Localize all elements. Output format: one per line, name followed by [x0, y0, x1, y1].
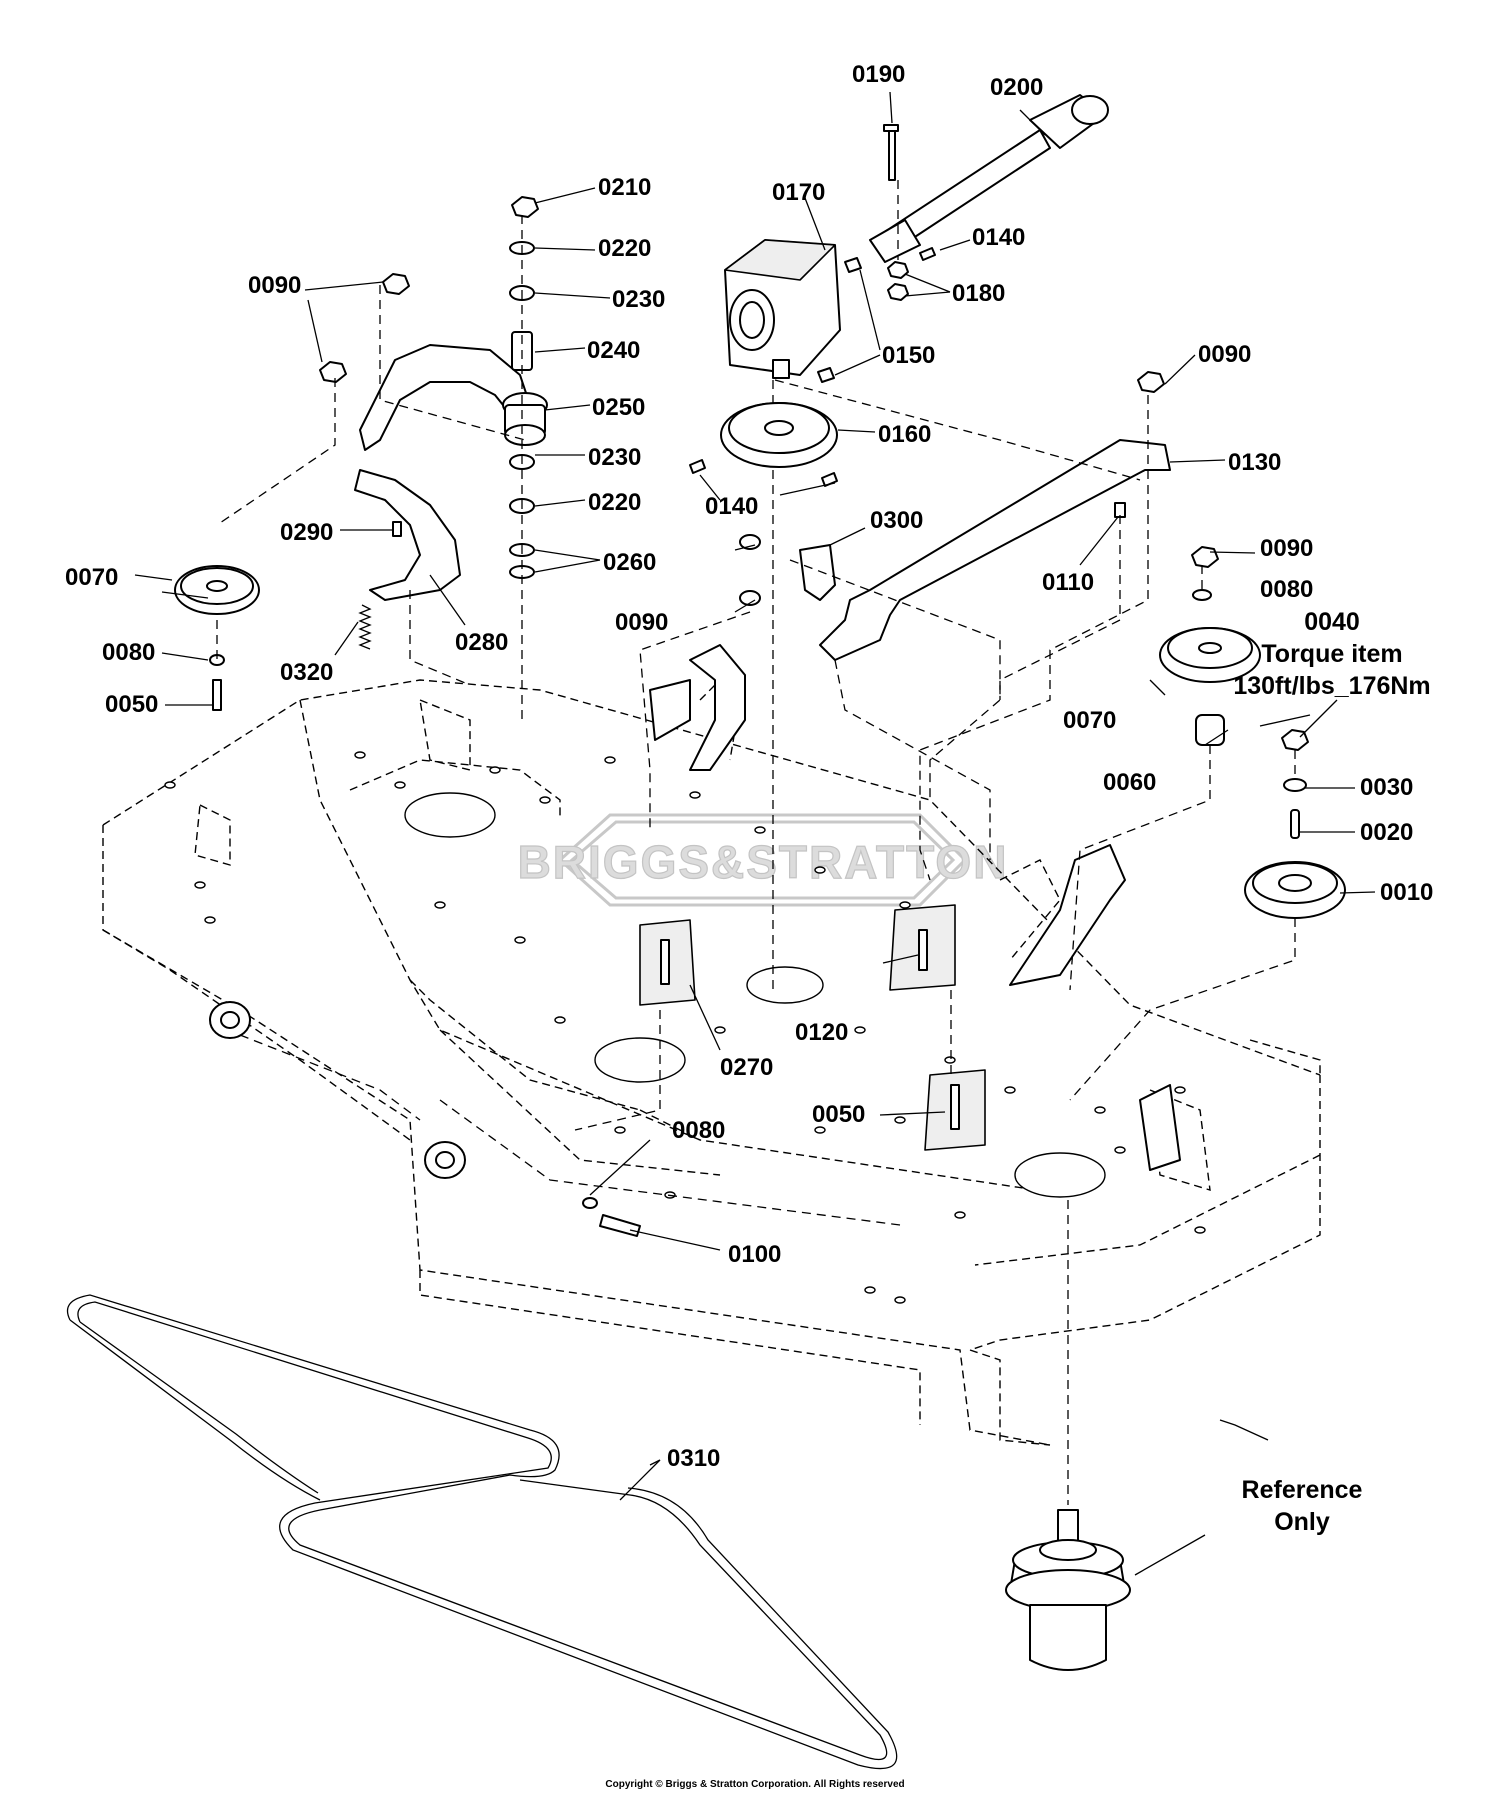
callout-0090-left: 0090	[248, 272, 301, 299]
brand-watermark: BRIGGS&STRATTON	[517, 813, 1009, 907]
bracket-assembly	[739, 371, 1171, 661]
callout-0030: 0030	[1360, 774, 1413, 801]
drive-belt	[66, 1294, 898, 1770]
callout-0180: 0180	[952, 280, 1005, 307]
callout-0170: 0170	[772, 179, 825, 206]
callout-labels: 0190 0200 0210 0170 0220 0140 0090 0230 …	[65, 61, 1433, 1472]
reference-note-line2: Only	[1274, 1508, 1330, 1536]
callout-0050-left: 0050	[105, 691, 158, 718]
right-pulley-assembly	[1159, 546, 1346, 919]
callout-0140-bottom: 0140	[705, 493, 758, 520]
deck-bolts	[582, 904, 986, 1237]
reference-note-line1: Reference	[1242, 1476, 1363, 1504]
callout-0010: 0010	[1380, 879, 1433, 906]
callout-0190: 0190	[852, 61, 905, 88]
callout-0230-top: 0230	[612, 286, 665, 313]
callout-0090-right-top: 0090	[1198, 341, 1251, 368]
callout-0140-top: 0140	[972, 224, 1025, 251]
deck-mounting-holes	[164, 751, 1206, 1304]
spindle-assembly	[1005, 1509, 1131, 1671]
callout-0050-center: 0050	[812, 1101, 865, 1128]
callout-0100: 0100	[728, 1241, 781, 1268]
callout-0080-center: 0080	[672, 1117, 725, 1144]
callout-0220-bottom: 0220	[588, 489, 641, 516]
callout-0070-left: 0070	[65, 564, 118, 591]
callout-0090-right: 0090	[1260, 535, 1313, 562]
watermark-text: BRIGGS&STRATTON	[518, 836, 1009, 888]
mounting-bracket	[819, 439, 1171, 661]
callout-0300: 0300	[870, 507, 923, 534]
torque-note: 0040 Torque item 130ft/lbs_176Nm	[1233, 608, 1430, 700]
callout-0240: 0240	[587, 337, 640, 364]
callout-0150: 0150	[882, 342, 935, 369]
mower-deck	[102, 644, 1321, 1446]
callout-0080-left: 0080	[102, 639, 155, 666]
callout-0110: 0110	[1042, 569, 1094, 596]
callout-0070-right: 0070	[1063, 707, 1116, 734]
assembly-lines	[216, 180, 1296, 1505]
callout-0230-bottom: 0230	[588, 444, 641, 471]
callout-0130: 0130	[1228, 449, 1281, 476]
callout-0080-right: 0080	[1260, 576, 1313, 603]
callout-0210: 0210	[598, 174, 651, 201]
callout-0120: 0120	[795, 1019, 848, 1046]
reference-note: Reference Only	[1242, 1476, 1363, 1536]
callout-0220-top: 0220	[598, 235, 651, 262]
gearbox-assembly	[689, 94, 1109, 487]
callout-0060: 0060	[1103, 769, 1156, 796]
torque-note-item: 0040	[1304, 608, 1360, 636]
callout-0020: 0020	[1360, 819, 1413, 846]
torque-note-line1: Torque item	[1261, 640, 1402, 668]
callout-0290: 0290	[280, 519, 333, 546]
callout-0160: 0160	[878, 421, 931, 448]
leader-lines	[134, 91, 1376, 1576]
callout-0200: 0200	[990, 74, 1043, 101]
torque-note-line2: 130ft/lbs_176Nm	[1233, 672, 1430, 700]
copyright-footer: Copyright © Briggs & Stratton Corporatio…	[605, 1779, 904, 1790]
callout-0260: 0260	[603, 549, 656, 576]
callout-0090-center: 0090	[615, 609, 668, 636]
callout-0250: 0250	[592, 394, 645, 421]
callout-0270: 0270	[720, 1054, 773, 1081]
callout-0310: 0310	[667, 1445, 720, 1472]
callout-0280: 0280	[455, 629, 508, 656]
callout-0320: 0320	[280, 659, 333, 686]
